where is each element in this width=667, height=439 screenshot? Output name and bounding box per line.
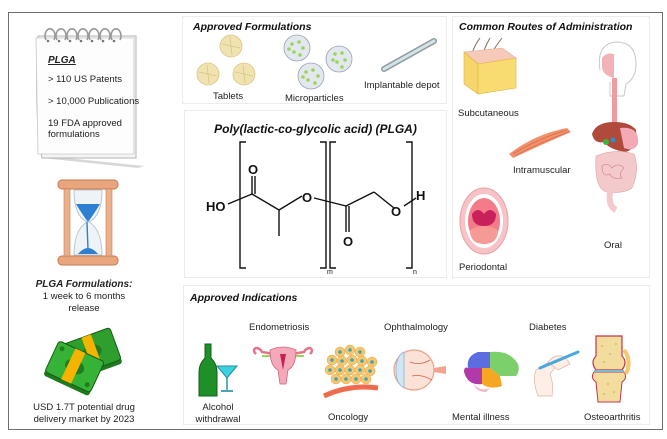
knee-joint-icon (591, 335, 631, 403)
market-line2: delivery market by 2023 (33, 414, 135, 425)
notepad-title: PLGA (48, 55, 76, 66)
open-mouth-icon (459, 187, 509, 255)
alcohol-label-line2: withdrawal (195, 414, 241, 425)
uterus-icon (252, 346, 314, 385)
release-line1: 1 week to 6 months (42, 291, 126, 302)
ophthalmology-label: Ophthalmology (384, 322, 448, 333)
structure-panel (184, 110, 447, 278)
bottle-glass-icon (198, 343, 239, 397)
atom-o-end: O (391, 204, 401, 219)
market-line1: USD 1.7T potential drug (33, 402, 135, 413)
bracket-left-m (239, 141, 246, 269)
muscle-icon (509, 128, 571, 158)
subscript-n: n (413, 269, 417, 276)
tablets-label: Tablets (213, 91, 244, 102)
alcohol-label-line1: Alcohol (202, 402, 234, 413)
atom-o-ester: O (302, 190, 312, 205)
oral-label: Oral (604, 240, 622, 251)
intramuscular-label: Intramuscular (513, 165, 571, 176)
fact-patents: > 110 US Patents (48, 74, 123, 85)
brain-icon (464, 351, 519, 392)
plga-structure-diagram: HO O O O O H m n (206, 141, 425, 276)
bracket-left-n (329, 141, 336, 269)
microparticles-icon (283, 34, 353, 90)
routes-title: Common Routes of Administration (459, 21, 633, 33)
bracket-right-m (320, 141, 327, 269)
mental-illness-label: Mental illness (452, 412, 510, 423)
tumor-cells-icon (322, 344, 379, 398)
diabetes-label: Diabetes (529, 322, 567, 333)
indications-title: Approved Indications (190, 292, 298, 304)
notepad-icon (35, 28, 144, 168)
atom-ho: HO (206, 199, 226, 214)
fact-publications: > 10,000 Publications (48, 96, 140, 107)
money-stack-icon (44, 327, 122, 396)
digestive-system-icon (592, 41, 639, 213)
hourglass-icon (57, 179, 119, 266)
release-title: PLGA Formulations: (35, 279, 133, 290)
atom-h-end: H (416, 188, 425, 203)
subcutaneous-label: Subcutaneous (458, 108, 519, 119)
injection-pen-icon (534, 350, 580, 397)
bracket-right-n (406, 141, 413, 269)
formulations-panel (182, 16, 447, 104)
fact-fda: 19 FDA approved formulations (48, 118, 122, 140)
structure-title: Poly(lactic-co-glycolic acid) (PLGA) (214, 122, 417, 136)
atom-o-carbonyl-2: O (343, 234, 353, 249)
formulations-title: Approved Formulations (193, 21, 312, 33)
eye-icon (393, 349, 446, 391)
oncology-label: Oncology (328, 412, 369, 423)
endometriosis-label: Endometriosis (249, 322, 310, 333)
periodontal-label: Periodontal (459, 262, 508, 273)
tablets-icon (196, 34, 256, 86)
microparticles-label: Microparticles (285, 93, 344, 104)
alcohol-label: Alcohol withdrawal (192, 402, 244, 426)
implant-label: Implantable depot (364, 80, 440, 91)
implant-rod-icon (381, 38, 437, 72)
subscript-m: m (327, 269, 333, 276)
skin-tissue-icon (463, 37, 517, 95)
release-line2: release (68, 303, 100, 314)
osteoarthritis-label: Osteoarthritis (584, 412, 641, 423)
atom-o-carbonyl-1: O (248, 162, 258, 177)
